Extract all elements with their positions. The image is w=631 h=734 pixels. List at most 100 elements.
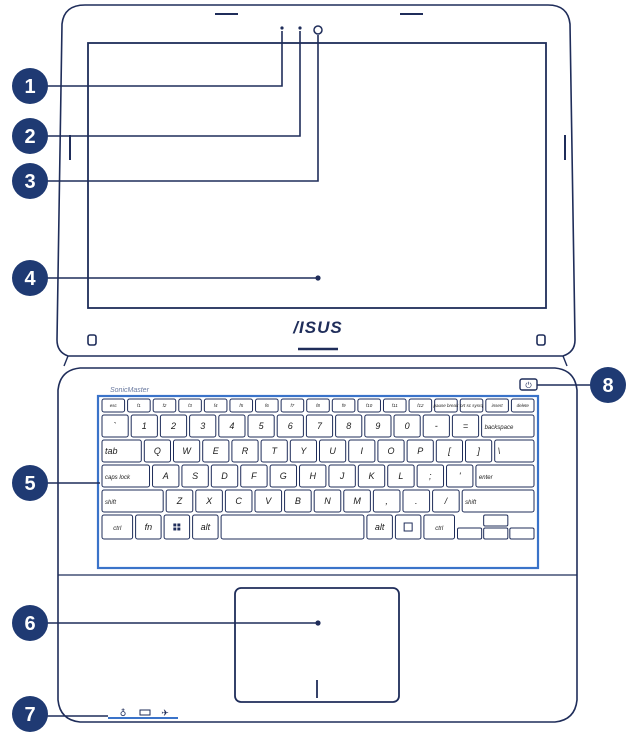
key-label: f10 bbox=[366, 403, 373, 408]
key-label: caps lock bbox=[105, 475, 131, 481]
key-label: H bbox=[309, 471, 316, 481]
keyboard-highlight bbox=[96, 394, 540, 570]
key-2-12: ] bbox=[465, 439, 493, 463]
key-label: ` bbox=[114, 421, 117, 431]
callout-leaders bbox=[40, 31, 600, 717]
key-3-1: A bbox=[152, 464, 180, 488]
leader-4-dot bbox=[315, 275, 321, 281]
key-label: delete bbox=[517, 403, 530, 408]
key-label: U bbox=[329, 446, 336, 456]
key-4-8: , bbox=[372, 489, 401, 513]
webcam bbox=[313, 25, 323, 35]
key-label: enter bbox=[479, 475, 494, 481]
key-label: f3 bbox=[188, 403, 192, 408]
key-label: fn bbox=[145, 522, 153, 532]
key-0-3: f3 bbox=[178, 398, 202, 413]
callout-badge-1: 1 bbox=[12, 68, 48, 104]
key-label: 9 bbox=[375, 421, 380, 431]
key-label: T bbox=[271, 446, 278, 456]
key-0-12: f12 bbox=[408, 398, 433, 413]
key-2-2: W bbox=[173, 439, 201, 463]
key-label: pause break bbox=[433, 403, 460, 408]
key-0-14: prt sc sysrq bbox=[459, 398, 484, 413]
callout-badge-2: 2 bbox=[12, 118, 48, 154]
key-2-13: \ bbox=[494, 439, 535, 463]
key-3-3: D bbox=[210, 464, 239, 488]
key-label: F bbox=[251, 471, 257, 481]
key-2-11: [ bbox=[435, 439, 463, 463]
key-0-2: f2 bbox=[152, 398, 177, 413]
key-2-7: U bbox=[319, 439, 347, 463]
leader-6-dot bbox=[315, 620, 321, 626]
key-label: D bbox=[221, 471, 228, 481]
menu-key-icon bbox=[394, 514, 422, 540]
key-label: [ bbox=[447, 446, 452, 456]
key-label: \ bbox=[498, 446, 501, 456]
arrow-key-2 bbox=[483, 527, 509, 540]
key-5-5: alt bbox=[366, 514, 393, 540]
key-1-12: = bbox=[451, 414, 480, 438]
key-label: I bbox=[361, 446, 364, 456]
key-3-4: F bbox=[240, 464, 268, 488]
callout-badge-6: 6 bbox=[12, 605, 48, 641]
key-3-11: ' bbox=[446, 464, 474, 488]
key-0-6: f6 bbox=[255, 398, 279, 413]
key-5-8 bbox=[457, 514, 535, 540]
key-label: prt sc sysrq bbox=[459, 403, 484, 408]
key-0-8: f8 bbox=[306, 398, 330, 413]
arrow-key-0 bbox=[457, 527, 483, 540]
key-1-10: 0 bbox=[393, 414, 421, 438]
key-label: f8 bbox=[316, 403, 320, 408]
key-label: f2 bbox=[163, 403, 167, 408]
key-4-11: shift bbox=[461, 489, 535, 513]
key-label: esc bbox=[110, 403, 118, 408]
key-label: f7 bbox=[291, 403, 295, 408]
svg-text:3: 3 bbox=[24, 171, 35, 193]
key-label: shift bbox=[465, 500, 476, 506]
battery-led-icon bbox=[139, 709, 151, 716]
key-2-4: R bbox=[231, 439, 259, 463]
key-label: 1 bbox=[142, 421, 147, 431]
key-label: 6 bbox=[288, 421, 293, 431]
svg-text:6: 6 bbox=[24, 613, 35, 635]
callout-badge-8: 8 bbox=[590, 367, 626, 403]
key-2-10: P bbox=[406, 439, 434, 463]
key-label: f12 bbox=[417, 403, 424, 408]
key-label: f6 bbox=[265, 403, 269, 408]
key-1-9: 9 bbox=[364, 414, 392, 438]
key-label: P bbox=[417, 446, 423, 456]
key-label: N bbox=[324, 496, 331, 506]
key-1-8: 8 bbox=[335, 414, 363, 438]
microphone-left bbox=[280, 26, 284, 30]
windows-key-icon bbox=[163, 514, 191, 540]
sonicmaster-badge: SonicMaster bbox=[110, 387, 150, 394]
key-label: Y bbox=[300, 446, 307, 456]
key-4-1: Z bbox=[165, 489, 194, 513]
key-3-10: ; bbox=[416, 464, 445, 488]
key-1-13: backspace bbox=[481, 414, 535, 438]
key-label: S bbox=[192, 471, 198, 481]
key-label: alt bbox=[375, 522, 385, 532]
key-0-7: f7 bbox=[280, 398, 305, 413]
key-label: ctrl bbox=[113, 526, 122, 532]
key-1-2: 2 bbox=[159, 414, 188, 438]
key-label: C bbox=[235, 496, 242, 506]
airplane-led-icon: ✈ bbox=[161, 709, 169, 719]
key-label: M bbox=[353, 496, 361, 506]
status-indicators: ♁ ✈ bbox=[108, 708, 178, 719]
key-label: X bbox=[205, 496, 213, 506]
key-label: A bbox=[162, 471, 169, 481]
key-5-4 bbox=[220, 514, 365, 540]
key-4-7: M bbox=[343, 489, 371, 513]
key-0-4: f4 bbox=[203, 398, 228, 413]
key-label: ; bbox=[429, 471, 432, 481]
key-label: / bbox=[444, 496, 449, 506]
bumper-right bbox=[536, 334, 546, 346]
callout-badge-5: 5 bbox=[12, 465, 48, 501]
svg-text:2: 2 bbox=[24, 126, 35, 148]
key-2-9: O bbox=[377, 439, 405, 463]
key-0-10: f10 bbox=[357, 398, 381, 413]
key-label: ctrl bbox=[435, 526, 444, 532]
key-0-15: insert bbox=[485, 398, 509, 413]
key-3-2: S bbox=[181, 464, 209, 488]
